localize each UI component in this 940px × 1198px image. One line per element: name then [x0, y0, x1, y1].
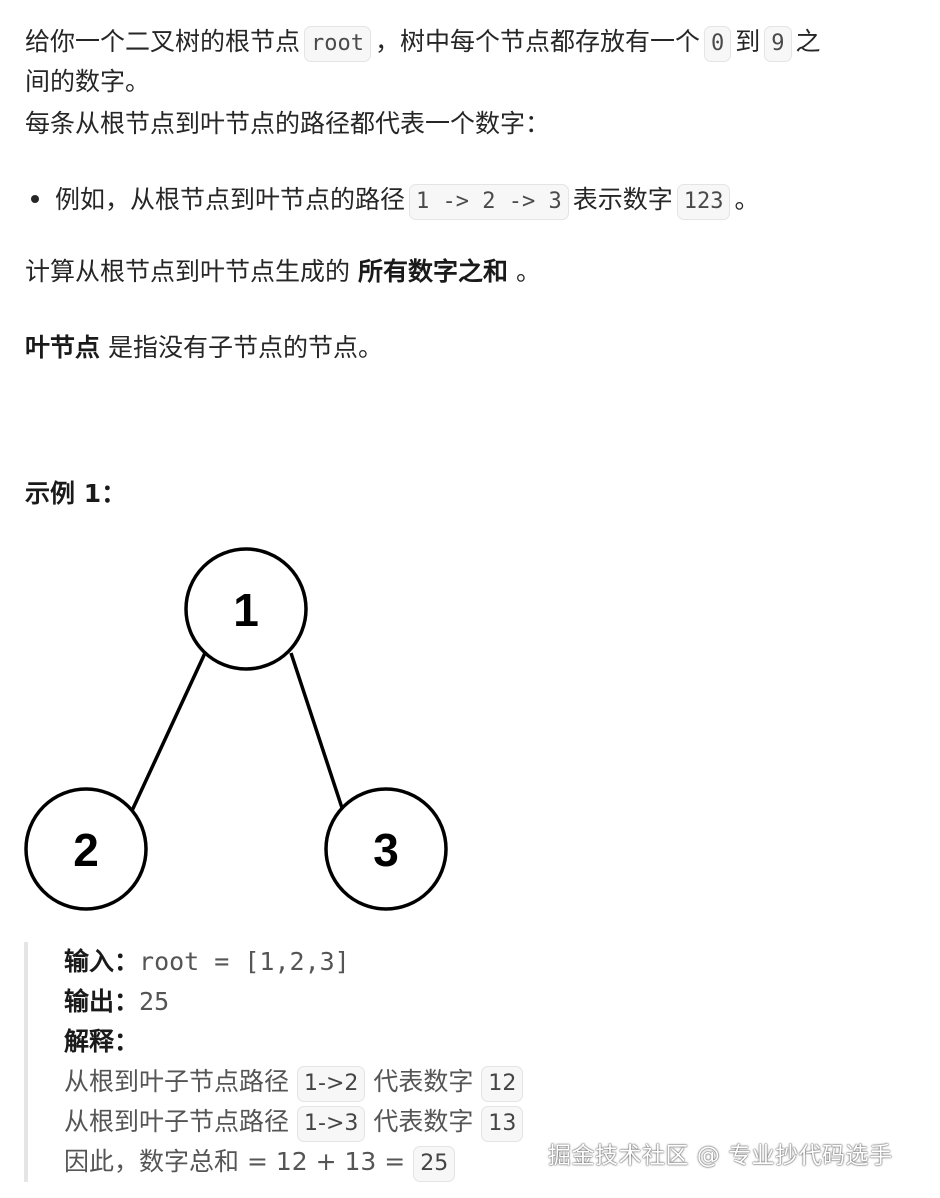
output-line: 输出：25: [64, 982, 169, 1022]
task-statement: 计算从根节点到叶节点生成的 所有数字之和 。: [25, 252, 541, 292]
leaf-def-bold: 叶节点: [25, 333, 101, 362]
code-zero: 0: [704, 26, 732, 62]
svg-text:2: 2: [73, 824, 99, 876]
input-value: root = [1,2,3]: [139, 947, 350, 976]
tree-node-3: 3: [324, 787, 448, 911]
tree-node-1: 1: [184, 547, 308, 671]
input-line: 输入：root = [1,2,3]: [64, 942, 350, 982]
intro-text: 之: [795, 27, 821, 56]
explain-label: 解释：: [64, 1027, 140, 1056]
intro-text: 给你一个二叉树的根节点: [25, 27, 301, 56]
svg-text:1: 1: [233, 584, 259, 636]
code-nine: 9: [764, 26, 792, 62]
bullet-text: 。: [734, 185, 760, 214]
output-value: 25: [139, 987, 170, 1016]
binary-tree-diagram: 1 2 3: [24, 547, 448, 911]
code-root: root: [304, 26, 371, 62]
sum-line: 因此，数字总和 = 12 + 13 =25: [64, 1142, 463, 1182]
code-path: 1 -> 2 -> 3: [409, 184, 569, 220]
bullet-text: 例如，从根节点到叶节点的路径: [55, 185, 406, 214]
bullet-text: 表示数字: [572, 185, 673, 214]
sum-pill: 25: [413, 1146, 456, 1182]
number-pill: 12: [481, 1066, 524, 1102]
leaf-def-text: 是指没有子节点的节点。: [107, 333, 383, 362]
task-bold: 所有数字之和: [357, 257, 508, 286]
intro-line-2: 间的数字。: [25, 67, 151, 96]
bullet-icon: [31, 195, 39, 203]
intro-text: 到: [735, 27, 761, 56]
task-text: 计算从根节点到叶节点生成的: [25, 257, 351, 286]
svg-text:3: 3: [373, 824, 399, 876]
number-pill: 13: [481, 1106, 524, 1142]
path-pill: 1->3: [297, 1106, 366, 1142]
tree-edge: [128, 652, 207, 816]
leaf-definition: 叶节点 是指没有子节点的节点。: [25, 328, 383, 368]
code-number: 123: [676, 184, 731, 220]
intro-line-3: 每条从根节点到叶节点的路径都代表一个数字：: [25, 109, 551, 138]
example-title: 示例 1：: [25, 479, 127, 508]
watermark: 掘金技术社区 @ 专业抄代码选手: [548, 1143, 893, 1169]
output-label: 输出：: [64, 987, 140, 1016]
input-label: 输入：: [64, 947, 140, 976]
path-pill: 1->2: [297, 1066, 366, 1102]
task-text: 。: [515, 257, 541, 286]
tree-edge: [289, 652, 347, 818]
intro-text: ，树中每个节点都存放有一个: [375, 27, 701, 56]
tree-node-2: 2: [24, 787, 148, 911]
